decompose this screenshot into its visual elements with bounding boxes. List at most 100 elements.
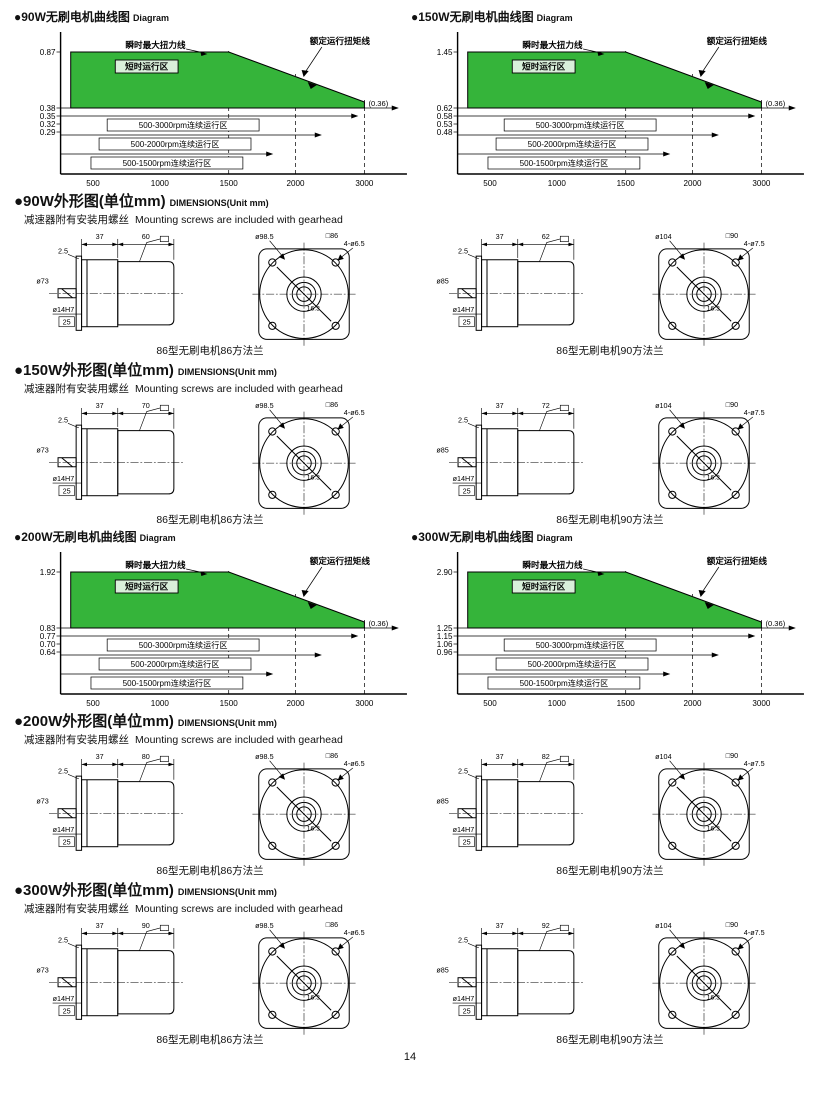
shaft-length-box	[458, 316, 475, 328]
motor-length-dim: 92	[542, 921, 550, 930]
x-tick-1000: 1000	[548, 179, 567, 188]
top-dimension-lines	[481, 927, 575, 949]
bolt-holes-dim: 4-ø6.5	[344, 759, 365, 768]
top-dimension-lines	[481, 407, 575, 429]
section-header: ●150W外形图(单位mm)DIMENSIONS(Unit mm)	[14, 361, 806, 382]
chart-title-cn: ●200W无刷电机曲线图	[14, 530, 137, 544]
band-label-2000: 500-2000rpm连续运行区	[528, 139, 617, 149]
bolt-circle-dim: ø98.5	[255, 401, 273, 410]
section-title: ●300W外形图(单位mm)	[14, 882, 174, 899]
x-tick-3000: 3000	[752, 699, 771, 708]
top-dimension-lines	[81, 927, 175, 949]
rated-torque-leader	[304, 46, 323, 74]
gearhead-length-dim: 37	[496, 752, 504, 761]
chart-axes	[56, 32, 407, 175]
flange-front-view-drawing: ø98.5 □86 4-ø6.5	[252, 920, 365, 1035]
bolt-circle-dim: ø104	[655, 752, 671, 761]
flange-square-dim: □86	[326, 751, 338, 760]
bolt-circle-dim: ø104	[655, 921, 671, 930]
top-dimension-lines	[81, 407, 175, 429]
x-axis-ticks: 500 1000 1500 2000 3000	[86, 179, 374, 188]
y-tick-1: 1.15	[437, 632, 453, 641]
drawing-caption: 86型无刷电机86方法兰	[156, 514, 264, 526]
rated-torque-leader-arrow	[698, 590, 706, 597]
body-diameter-dim: ø85	[436, 276, 448, 285]
x-tick-3000: 3000	[355, 179, 374, 188]
shaft-length-dim: 25	[463, 837, 471, 846]
y-tick-1: 0.58	[437, 112, 453, 121]
y-tick-3: 0.96	[437, 648, 453, 657]
shaft-length-box	[458, 1005, 475, 1017]
flange-square-dim: □90	[726, 400, 738, 409]
short-time-operation-zone	[70, 571, 365, 629]
dimension-sections-top: ●90W外形图(单位mm)DIMENSIONS(Unit mm) 减速器附有安装…	[14, 192, 806, 527]
chart-axes	[453, 552, 804, 695]
motor-drawing-pair: 37 60 2.5 ø73 ø14H7	[14, 229, 406, 358]
bolt-holes-leader-arrow	[337, 254, 344, 261]
flange-front-view-drawing: ø104 □90 4-ø7.5	[652, 400, 765, 515]
motor-drawing-pair: 37 62 2.5 ø85 ø14H7	[414, 229, 806, 358]
chart-title-cn: ●150W无刷电机曲线图	[411, 10, 534, 24]
band-label-3000: 500-3000rpm连续运行区	[139, 120, 228, 130]
drawing-caption: 86型无刷电机90方法兰	[556, 1034, 664, 1046]
rated-torque-leader	[304, 566, 323, 594]
keyway-dim: 16.3	[307, 305, 320, 312]
section-title-en: DIMENSIONS(Unit mm)	[177, 887, 277, 897]
short-run-zone-label: 短时运行区	[125, 61, 168, 72]
chart-title-cn: ●300W无刷电机曲线图	[411, 530, 534, 544]
flange-front-view-drawing: ø98.5 □86 4-ø6.5	[252, 400, 365, 515]
right-end-value: (0.36)	[368, 99, 388, 108]
shaft-diameter-dim: ø14H7	[53, 825, 75, 834]
flange-lip-leader	[467, 254, 479, 260]
bolt-circle-dim: ø104	[655, 232, 671, 241]
body-diameter-dim: ø85	[436, 445, 448, 454]
shaft-length-box	[58, 485, 75, 497]
shaft-length-dim: 25	[463, 1006, 471, 1015]
drawings: 37 92 2.5 ø85 ø14H7	[414, 918, 806, 1035]
section-header: ●200W外形图(单位mm)DIMENSIONS(Unit mm)	[14, 712, 806, 733]
motor-side-view-drawing: 37 70 2.5 ø73 ø14H7	[36, 401, 183, 500]
shaft-length-box	[58, 836, 75, 848]
bolt-holes-leader-arrow	[337, 774, 344, 781]
flange-lip-dim: 2.5	[58, 415, 68, 424]
x-tick-1000: 1000	[548, 699, 567, 708]
drawing-caption: 86型无刷电机90方法兰	[556, 345, 664, 357]
motor-length-dim: 82	[542, 752, 550, 761]
bolt-holes-dim: 4-ø7.5	[744, 408, 765, 417]
vertical-guides	[228, 50, 365, 174]
x-tick-2000: 2000	[684, 699, 703, 708]
drawing-pair-slot-left: 37 60 2.5 ø73 ø14H7	[14, 229, 406, 358]
drawing-pair-slot-right: 37 92 2.5 ø85 ø14H7	[414, 918, 806, 1047]
drawing-pairs-row: 37 60 2.5 ø73 ø14H7	[14, 229, 806, 358]
shaft-length-box	[458, 836, 475, 848]
y-axis-ticks: 1.92 0.83 0.77 0.70 0.64	[40, 568, 56, 657]
rated-torque-line-label: 额定运行扭矩线	[707, 35, 768, 46]
flange-lip-leader	[467, 774, 479, 780]
gearhead-length-dim: 37	[96, 752, 104, 761]
flange-lip-dim: 2.5	[58, 246, 68, 255]
short-run-zone-box	[511, 59, 576, 74]
x-tick-500: 500	[483, 179, 497, 188]
motor-side-view-drawing: 37 62 2.5 ø85 ø14H7	[436, 232, 583, 331]
x-tick-500: 500	[483, 699, 497, 708]
bolt-holes-leader-arrow	[737, 943, 744, 950]
shaft-diameter-dim: ø14H7	[453, 305, 475, 314]
short-run-zone-box	[114, 59, 179, 74]
drawing-pair-slot-left: 37 70 2.5 ø73 ø14H7	[14, 398, 406, 527]
drawing-pairs-row: 37 90 2.5 ø73 ø14H7	[14, 918, 806, 1047]
motor-body-outline	[57, 235, 175, 331]
chart-axes	[56, 552, 407, 695]
torque-curve-plot: 瞬时最大扭力线 短时运行区 额定运行扭矩线 (0.36) 500-3000rpm…	[437, 32, 804, 188]
shaft-length-dim: 25	[63, 1006, 71, 1015]
continuous-run-bands: 500-3000rpm连续运行区 500-2000rpm连续运行区 500-15…	[457, 113, 756, 170]
short-time-operation-zone	[467, 571, 762, 629]
keyway-dim: 16.3	[307, 474, 320, 481]
motor-length-dim: 60	[142, 232, 150, 241]
right-end-value: (0.36)	[765, 619, 785, 628]
max-torque-leader-arrow	[200, 571, 208, 576]
y-tick-peak: 2.90	[437, 568, 453, 577]
